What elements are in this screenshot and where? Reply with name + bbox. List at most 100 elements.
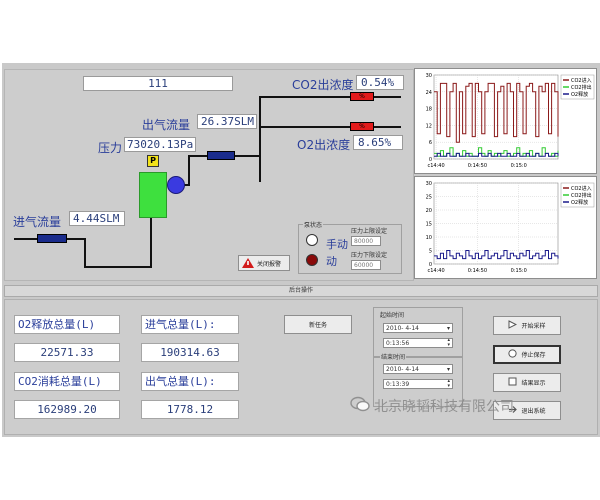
pump-tank: [139, 172, 167, 218]
in-total-label: 进气总量(L):: [141, 315, 239, 334]
co2-valve[interactable]: %: [350, 92, 374, 101]
pump-motor-icon[interactable]: [167, 176, 185, 194]
y-tick-label: 12: [426, 123, 432, 129]
chevron-down-icon: ▾: [446, 325, 450, 332]
out-total-label: 出气总量(L):: [141, 372, 239, 391]
end-date-text: 2010- 4-14: [386, 366, 419, 373]
exit-button[interactable]: 退出系统: [493, 401, 561, 420]
result-icon: [508, 377, 517, 388]
pressure-upper-label: 压力上限设定: [351, 228, 388, 235]
auto-label: 动: [326, 255, 337, 268]
in-total-value: 190314.63: [141, 343, 239, 362]
co2-total-value: 162989.20: [14, 400, 120, 419]
o2-branch-pipe: [259, 126, 401, 128]
stop-save-button[interactable]: 停止保存: [493, 345, 561, 364]
pump-indicator: P: [147, 155, 159, 167]
y-tick-label: 30: [426, 181, 432, 187]
series-line-2: [434, 152, 559, 157]
new-task-button[interactable]: 新任务: [284, 315, 352, 334]
start-date-select[interactable]: 2010- 4-14 ▾: [383, 323, 453, 333]
outlet-valve[interactable]: [207, 151, 235, 160]
o2-out-label: O2出浓度: [297, 138, 351, 152]
y-tick-label: 30: [426, 73, 432, 79]
id-display: 111: [83, 76, 233, 91]
end-time-group: [373, 357, 463, 407]
end-time-text: 0:13:39: [386, 381, 410, 388]
x-tick-label: c14:40: [427, 163, 444, 169]
co2-branch-pipe: [259, 96, 401, 98]
legend-entry: CO2排出: [571, 192, 592, 199]
start-time-group: [373, 307, 463, 357]
start-sample-button[interactable]: 开始采样: [493, 316, 561, 335]
spinner-icon: ▴▾: [447, 378, 450, 389]
inlet-pipe-up: [150, 218, 152, 268]
pressure-lower-input[interactable]: 60000: [351, 260, 381, 270]
x-tick-label: 0:15:0: [511, 163, 527, 169]
pressure-lower-label: 压力下限设定: [351, 252, 388, 259]
chevron-down-icon: ▾: [446, 366, 450, 373]
y-tick-label: 10: [426, 235, 432, 241]
pressure-label: 压力: [98, 141, 123, 155]
exit-label: 退出系统: [521, 408, 546, 415]
outflow-value: 26.37SLM: [197, 114, 257, 129]
play-icon: [508, 320, 518, 331]
outlet-riser: [188, 156, 190, 186]
x-tick-label: 0:14:50: [468, 268, 487, 274]
legend-entry: O2释放: [571, 91, 588, 98]
x-tick-label: c14:40: [427, 268, 444, 274]
stop-save-label: 停止保存: [521, 352, 546, 359]
inflow-label: 进气流量: [13, 215, 62, 229]
manual-label: 手动: [326, 238, 348, 251]
pump-state-group: [298, 224, 402, 274]
pump-state-title: 泵状态: [303, 220, 324, 229]
wechat-icon: [350, 396, 370, 416]
outflow-label: 出气流量: [142, 118, 191, 132]
alarm-icon: [242, 258, 254, 268]
co2-out-value: 0.54%: [356, 75, 404, 90]
y-tick-label: 5: [429, 249, 432, 255]
end-time-stepper[interactable]: 0:13:39 ▴▾: [383, 379, 453, 389]
inlet-pipe-down: [84, 238, 86, 268]
x-tick-label: 0:14:50: [468, 163, 487, 169]
close-alarm-button[interactable]: 关闭报警: [238, 255, 290, 271]
o2-out-value: 8.65%: [353, 135, 403, 150]
o2-valve[interactable]: %: [350, 122, 374, 131]
series-line-2: [434, 250, 559, 260]
close-alarm-label: 关闭报警: [257, 260, 282, 268]
o2-total-value: 22571.33: [14, 343, 120, 362]
legend-entry: CO2排出: [571, 84, 592, 91]
show-result-button[interactable]: 结果显示: [493, 373, 561, 392]
inflow-value: 4.44SLM: [69, 211, 125, 226]
manual-radio[interactable]: [306, 234, 318, 246]
legend-entry: CO2进入: [571, 77, 592, 84]
stop-icon: [508, 349, 518, 360]
co2-out-label: CO2出浓度: [292, 78, 354, 92]
end-time-label: 结束时间: [380, 352, 407, 361]
co2-total-label: CO2消耗总量(L): [14, 372, 120, 391]
process-panel: [4, 69, 414, 281]
branch-vertical: [259, 96, 261, 182]
watermark-text: 北京晓韬科技有限公司: [374, 399, 514, 415]
y-tick-label: 0: [429, 157, 432, 163]
legend-entry: CO2进入: [571, 185, 592, 192]
start-date-text: 2010- 4-14: [386, 325, 419, 332]
backend-title-bar: 后台操作: [4, 285, 598, 297]
y-tick-label: 25: [426, 195, 432, 201]
series-line-0: [434, 82, 559, 143]
out-total-value: 1778.12: [141, 400, 239, 419]
end-date-select[interactable]: 2010- 4-14 ▾: [383, 364, 453, 374]
inlet-valve[interactable]: [37, 234, 67, 243]
inlet-pipe-bottom: [84, 266, 152, 268]
y-tick-label: 15: [426, 222, 432, 228]
auto-radio-indicator[interactable]: [306, 254, 318, 266]
spinner-icon: ▴▾: [447, 337, 450, 348]
pressure-upper-input[interactable]: 80000: [351, 236, 381, 246]
y-tick-label: 0: [429, 262, 432, 268]
o2-total-label: O2释放总量(L): [14, 315, 120, 334]
y-tick-label: 6: [429, 140, 432, 146]
start-time-stepper[interactable]: 0:13:56 ▴▾: [383, 338, 453, 348]
start-time-label: 起始时间: [380, 312, 405, 319]
